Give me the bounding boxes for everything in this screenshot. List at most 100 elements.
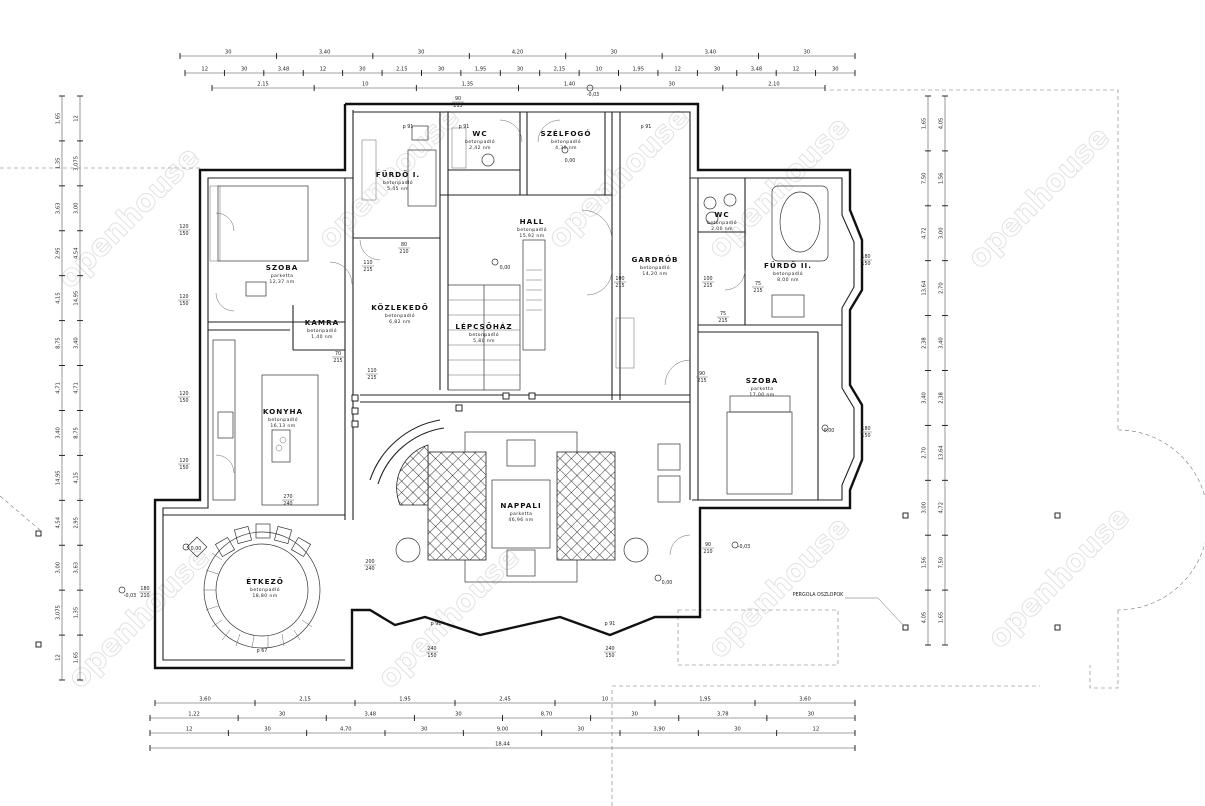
door-size-width: 120 [179,391,188,397]
dim-top-1-label: 3,40 [319,50,331,56]
watermark: openhouse [541,100,697,256]
door-size-height: 150 [861,261,870,267]
dim-left-2-label: 3,075 [74,156,80,171]
door-size-width: 80 [401,242,407,248]
svg-text:betonpadló: betonpadló [307,327,337,334]
dim-bottom-3-label: 30 [734,727,741,733]
level-entry: -0,03 [587,92,599,98]
dim-bottom-2-label: 3,78 [717,712,729,718]
dim-left-2-label: 3,40 [74,337,80,349]
door-size-width: 70 [335,351,341,357]
dim-bottom-3-label: 9,00 [497,727,509,733]
door-size-width: 90 [699,371,705,377]
svg-text:betonpadló: betonpadló [465,138,495,145]
dim-left-1-label: 3,075 [56,605,62,620]
level-terrace: -0,03 [738,544,750,550]
svg-text:KÖZLEKEDŐ: KÖZLEKEDŐ [371,303,429,312]
dim-right-1-label: 1,65 [922,118,928,130]
dim-right-1-label: 13,64 [922,280,928,296]
door-size-height: 215 [363,267,372,273]
dim-bottom-2-label: 3,48 [365,712,377,718]
dim-right-1-label: 3,40 [922,392,928,404]
svg-text:ÉTKEZŐ: ÉTKEZŐ [246,577,284,586]
dim-left-1-label: 3,63 [56,203,62,215]
door-size-height: 210 [703,549,712,555]
door-size-height: 215 [753,288,762,294]
dim-top-3-label: 1,35 [462,82,474,88]
dim-left-2-label: 1,65 [74,652,80,664]
svg-text:5,80 nm: 5,80 nm [473,338,495,344]
svg-text:1,40 nm: 1,40 nm [311,334,333,340]
svg-text:46,96 nm: 46,96 nm [508,517,533,523]
dim-top-3-label: 2,10 [768,82,780,88]
svg-text:18,80 nm: 18,80 nm [252,593,277,599]
svg-text:parketta: parketta [510,511,533,517]
dim-left-1-label: 3,00 [56,562,62,574]
dim-top-1-label: 3,40 [705,50,717,56]
level-szelfogo: 0,00 [565,158,576,164]
level-hall: 0,00 [500,265,511,271]
svg-text:betonpadló: betonpadló [383,179,413,186]
door-size-height: 240 [365,566,374,572]
svg-text:SZÉLFOGÓ: SZÉLFOGÓ [541,129,592,138]
dim-top-2-label: 30 [517,67,524,73]
watermark: openhouse [961,120,1117,276]
door-size-height: 215 [718,318,727,324]
dim-top-2-label: 1,95 [475,67,487,73]
door-size-labels: 1201501201501201501201501102151002151002… [139,96,872,659]
door-size-width: 270 [283,494,292,500]
dim-bottom-3-label: 12 [813,727,820,733]
dim-right-1-label: 7,50 [922,173,928,185]
pergola-columns: PERGOLA OSZLOPOK [35,392,1061,648]
svg-text:betonpadló: betonpadló [707,219,737,226]
svg-text:KONYHA: KONYHA [263,407,303,416]
pillar-labels: p 91 p 91 p 91 p 91 p 91 p 67 [257,124,652,654]
door-size-height: 215 [453,103,462,109]
svg-text:12,37 nm: 12,37 nm [269,279,294,285]
dim-right-1-label: 4,72 [922,227,928,239]
svg-text:5,45 nm: 5,45 nm [387,186,409,192]
door-size-width: 90 [455,96,461,102]
dim-bottom-1-label: 2,45 [499,697,511,703]
svg-text:FÜRDŐ II.: FÜRDŐ II. [764,261,812,270]
dim-left-2-label: 3,63 [74,562,80,574]
svg-text:betonpadló: betonpadló [517,226,547,233]
dim-bottom-3-label: 30 [421,727,428,733]
dim-bottom-1-label: 10 [602,697,609,703]
pergola-label: PERGOLA OSZLOPOK [793,592,844,598]
furniture [186,125,829,649]
dim-top-2-label: 30 [714,67,721,73]
dim-bottom-1-label: 3,60 [199,697,211,703]
dim-bottom-3-label: 30 [264,727,271,733]
svg-text:KAMRA: KAMRA [305,318,339,327]
svg-text:SZOBA: SZOBA [746,376,779,385]
svg-text:NAPPALI: NAPPALI [500,501,541,510]
dim-top-2-label: 2,15 [554,67,566,73]
dim-left-2-label: 8,75 [74,427,80,439]
door-size-height: 150 [179,398,188,404]
svg-text:p 91: p 91 [431,621,442,627]
door-size-height: 215 [703,283,712,289]
dim-right-2-label: 2,38 [939,392,945,404]
svg-text:p 67: p 67 [257,648,268,654]
dim-bottom-2-label: 30 [279,712,286,718]
dim-left-1-label: 8,75 [56,337,62,349]
dim-bottom-1-label: 2,15 [299,697,311,703]
dim-right-1-label: 3,00 [922,502,928,514]
door-size-width: 75 [755,281,761,287]
dim-bottom-3-label: 3,90 [653,727,665,733]
interior-walls [163,112,842,520]
svg-text:parketta: parketta [271,273,294,279]
dim-top-1-label: 4,20 [512,50,524,56]
door-size-height: 150 [861,433,870,439]
svg-text:p 91: p 91 [641,124,652,130]
svg-text:WC: WC [472,129,487,138]
svg-text:p 91: p 91 [403,124,414,130]
svg-text:betonpadló: betonpadló [640,264,670,271]
